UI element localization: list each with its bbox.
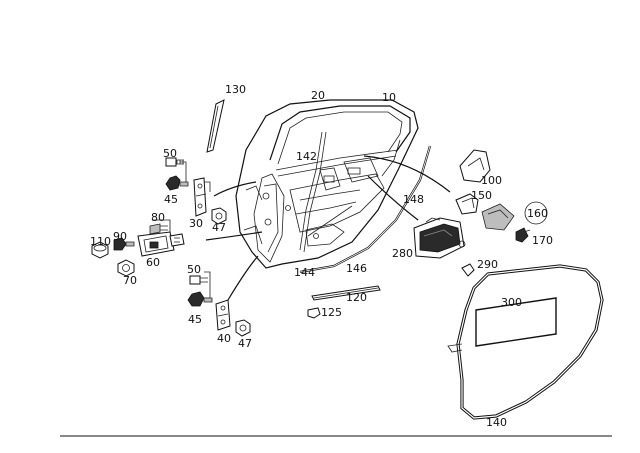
nut-70 (117, 259, 135, 277)
label-50-lower: 50 (187, 263, 201, 276)
label-110: 110 (90, 235, 111, 248)
bolt-90 (113, 237, 135, 251)
bolt-50-upper (165, 157, 184, 167)
check-strap-group (91, 219, 185, 277)
part-125-clip (307, 307, 321, 319)
bolt-45-lower (187, 291, 213, 307)
label-60: 60 (146, 256, 160, 269)
label-70: 70 (123, 274, 137, 287)
hinge-30 (193, 177, 211, 217)
cap-110 (91, 241, 109, 259)
label-290: 290 (477, 258, 498, 271)
nut-47-upper (211, 207, 227, 225)
label-148: 148 (403, 193, 424, 206)
part-146-seal-strip (299, 145, 432, 274)
label-170: 170 (532, 234, 553, 247)
part-150-bracket (455, 193, 479, 215)
label-130: 130 (225, 83, 246, 96)
callout-labels: 130 20 10 142 50 45 30 47 80 110 90 60 7… (90, 83, 553, 429)
part-300-damping-mat (475, 297, 557, 347)
label-160: 160 (527, 207, 548, 220)
door-body (235, 99, 419, 269)
label-10: 10 (382, 91, 396, 104)
part-160-lock-cylinder (481, 201, 548, 231)
upper-hinge-group (165, 157, 227, 225)
part-170-screw (515, 227, 531, 243)
part-140-door-seal (447, 264, 604, 420)
bolt-45-upper (165, 175, 189, 191)
part-130-trim-strip (206, 99, 225, 153)
label-142: 142 (296, 150, 317, 163)
part-100-cover (459, 149, 491, 183)
label-90: 90 (113, 230, 127, 243)
label-280: 280 (392, 247, 413, 260)
label-100: 100 (481, 174, 502, 187)
label-144: 144 (294, 266, 315, 279)
part-280-window-regulator (413, 217, 466, 259)
part-290-grommet (461, 263, 475, 277)
label-146: 146 (346, 262, 367, 275)
label-300: 300 (501, 296, 522, 309)
label-45-lower: 45 (188, 313, 202, 326)
label-120: 120 (346, 291, 367, 304)
label-125: 125 (321, 306, 342, 319)
bolt-80 (149, 223, 168, 235)
part-148-window-channel (381, 139, 401, 177)
label-50-upper: 50 (163, 147, 177, 160)
nut-47-lower (235, 319, 251, 337)
hinge-40 (215, 299, 231, 331)
label-20: 20 (311, 89, 325, 102)
label-47-upper: 47 (212, 221, 226, 234)
label-80: 80 (151, 211, 165, 224)
lower-hinge-group (187, 271, 251, 337)
label-150: 150 (471, 189, 492, 202)
label-45-upper: 45 (164, 193, 178, 206)
leader-lines (205, 155, 451, 301)
label-30: 30 (189, 217, 203, 230)
bolt-50-lower (189, 275, 208, 285)
label-140: 140 (486, 416, 507, 429)
part-120-sill-strip (311, 285, 381, 301)
label-47-lower: 47 (238, 337, 252, 350)
check-strap-60 (137, 231, 185, 257)
label-40: 40 (217, 332, 231, 345)
